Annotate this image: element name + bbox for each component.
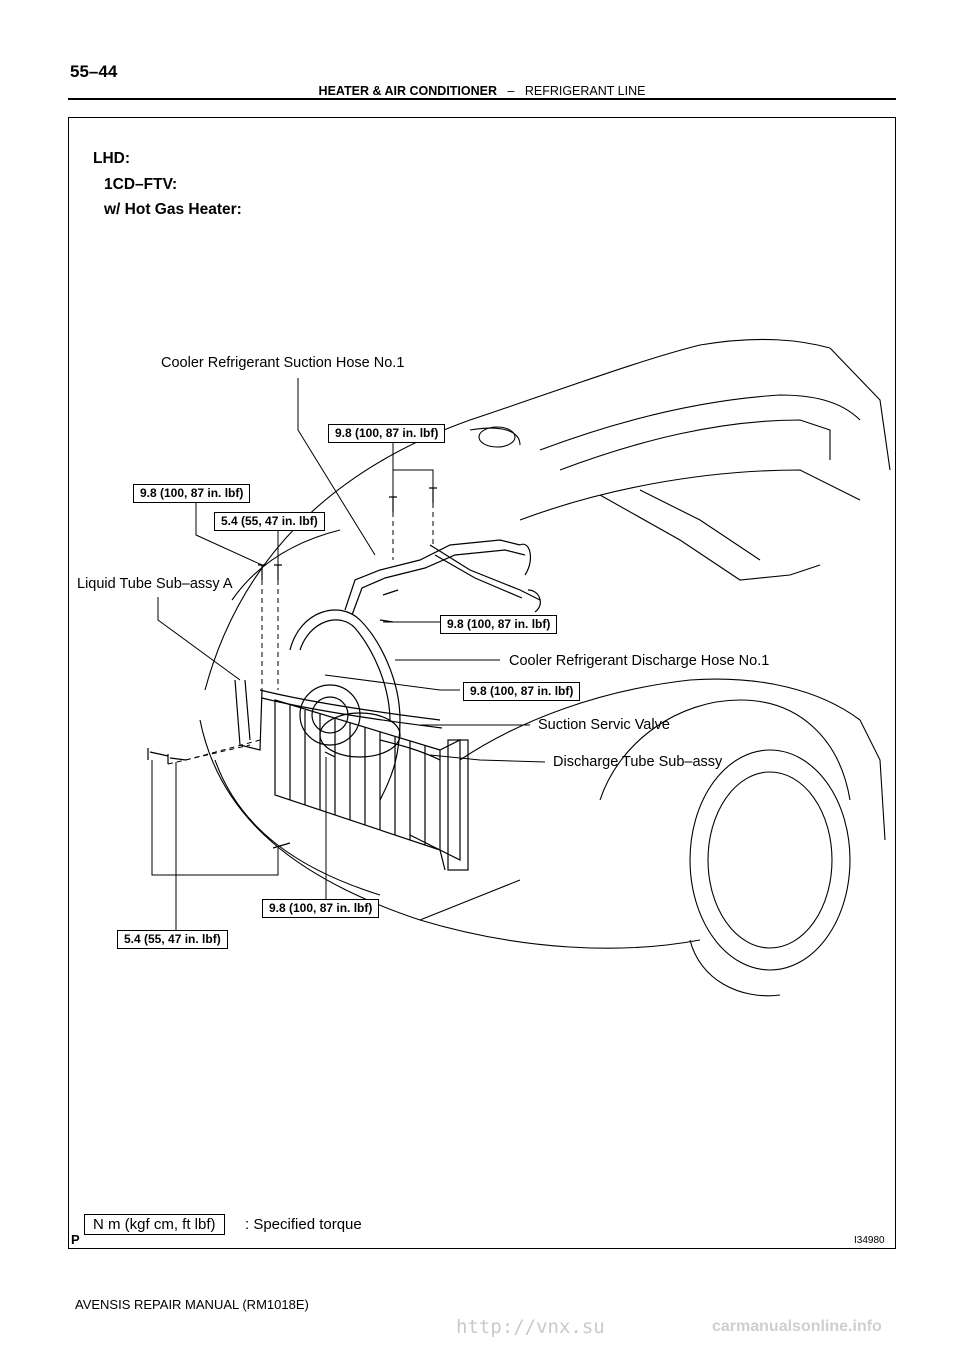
label-discharge-tube: Discharge Tube Sub–assy — [553, 754, 723, 770]
figure-frame — [68, 117, 896, 1249]
figure-id: I34980 — [854, 1235, 885, 1246]
torque-label: 5.4 (55, 47 in. lbf) — [117, 930, 228, 949]
torque-label: 9.8 (100, 87 in. lbf) — [440, 615, 558, 634]
legend-unit-box: N m (kgf cm, ft lbf) — [84, 1214, 225, 1235]
page-number: 55–44 — [70, 62, 118, 81]
footer-manual: AVENSIS REPAIR MANUAL (RM1018E) — [75, 1297, 309, 1312]
label-suction-valve: Suction Servic Valve — [538, 717, 670, 733]
condition-hot-gas-heater: w/ Hot Gas Heater: — [104, 201, 242, 218]
condenser-radiator — [147, 487, 541, 871]
label-discharge-hose: Cooler Refrigerant Discharge Hose No.1 — [509, 653, 770, 669]
label-liquid-tube: Liquid Tube Sub–assy A — [77, 576, 233, 592]
torque-label: 9.8 (100, 87 in. lbf) — [463, 682, 581, 701]
leader-lines — [151, 378, 546, 930]
bolt-guide-lines — [167, 503, 434, 765]
condition-lhd: LHD: — [93, 150, 131, 167]
watermark-site[interactable]: carmanualsonline.info — [712, 1318, 882, 1335]
header-separator: – — [507, 84, 515, 98]
section-title: HEATER & AIR CONDITIONER — [318, 84, 498, 98]
torque-label: 9.8 (100, 87 in. lbf) — [262, 899, 380, 918]
condition-engine: 1CD–FTV: — [104, 176, 178, 193]
legend-text: : Specified torque — [245, 1216, 362, 1233]
label-suction-hose: Cooler Refrigerant Suction Hose No.1 — [161, 355, 405, 371]
torque-label: 9.8 (100, 87 in. lbf) — [328, 424, 446, 443]
watermark-url[interactable]: http://vnx.su — [456, 1316, 605, 1338]
subsection-title: REFRIGERANT LINE — [524, 84, 646, 98]
torque-label: 5.4 (55, 47 in. lbf) — [214, 512, 325, 531]
car-body-outline — [199, 338, 891, 997]
header-rule — [68, 98, 896, 100]
p-mark: P — [71, 1232, 80, 1247]
header-title: HEATER & AIR CONDITIONER – REFRIGERANT L… — [68, 84, 896, 98]
torque-label: 9.8 (100, 87 in. lbf) — [133, 484, 251, 503]
